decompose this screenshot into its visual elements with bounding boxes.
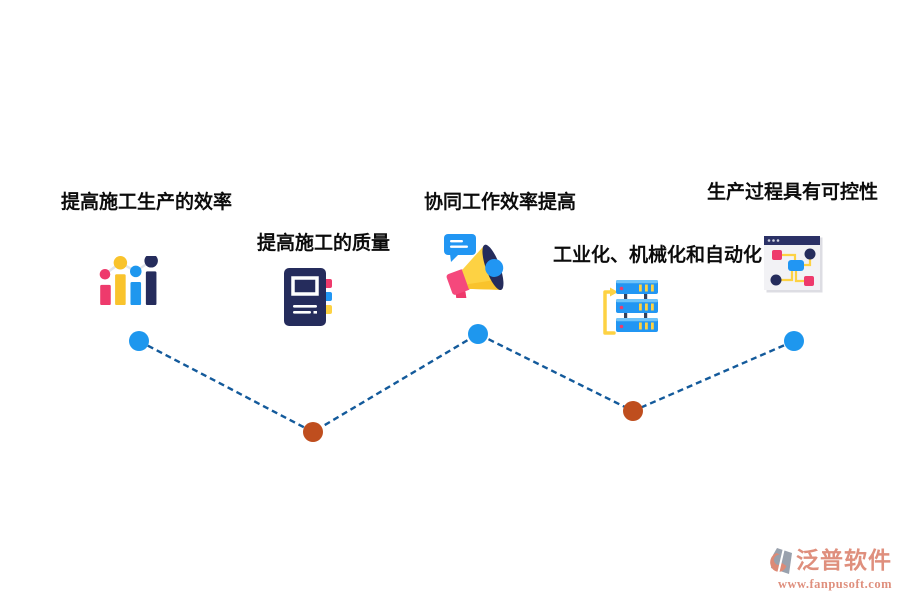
watermark-url: www.fanpusoft.com bbox=[777, 576, 892, 591]
step-2-label: 提高施工的质量 bbox=[257, 233, 391, 254]
connector-node-1 bbox=[129, 331, 149, 351]
step-3-label: 协同工作效率提高 bbox=[424, 192, 577, 213]
connector-node-3 bbox=[468, 324, 488, 344]
watermark: 泛普软件 www.fanpusoft.com bbox=[769, 547, 892, 591]
step-4-label: 工业化、机械化和自动化 bbox=[553, 245, 763, 266]
connector-node-2 bbox=[303, 422, 323, 442]
browser-flowchart-icon bbox=[764, 236, 823, 293]
megaphone-icon bbox=[444, 234, 504, 298]
notebook-icon bbox=[284, 268, 332, 326]
connector-node-4 bbox=[623, 401, 643, 421]
connector-node-5 bbox=[784, 331, 804, 351]
fanpu-logo-icon bbox=[770, 547, 792, 574]
bar-chart-icon bbox=[99, 256, 158, 306]
watermark-brand: 泛普软件 bbox=[796, 547, 892, 573]
step-1-label: 提高施工生产的效率 bbox=[61, 192, 233, 213]
server-stack-icon bbox=[603, 280, 658, 335]
step-5-label: 生产过程具有可控性 bbox=[707, 182, 879, 203]
